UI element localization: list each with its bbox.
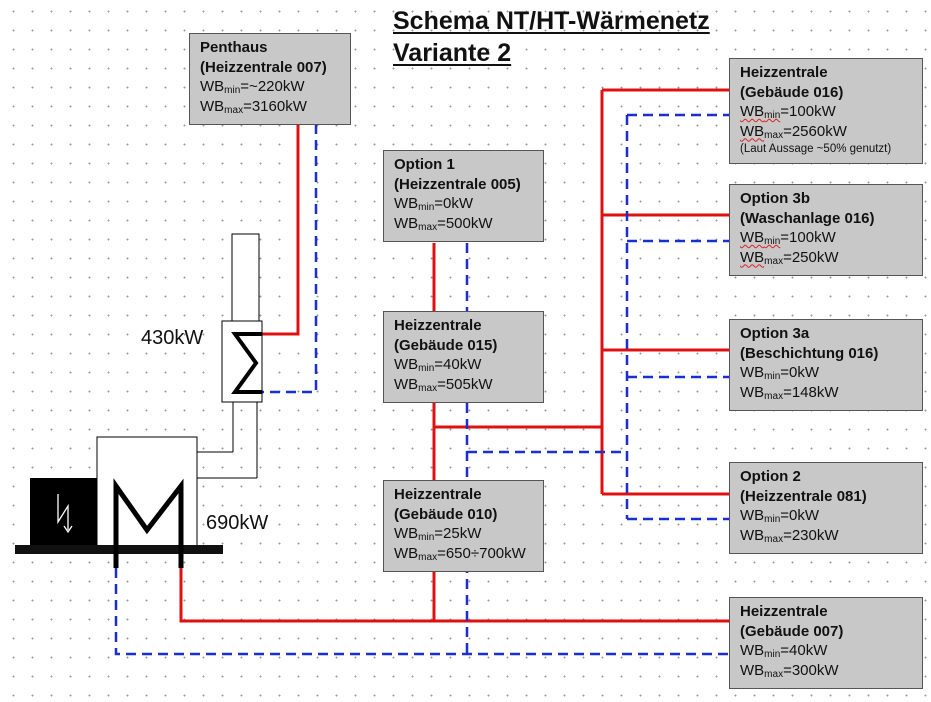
wb-max-row: WBmax=250kW: [740, 248, 839, 267]
box-title: Heizzentrale: [740, 64, 828, 81]
box-gebaeude-015: Heizzentrale (Gebäude 015) WBmin=40kW WB…: [383, 311, 544, 403]
heat-exchanger-symbol: [197, 233, 263, 479]
wb-min-row: WBmin=~220kW: [200, 78, 305, 96]
wb-max-row: WBmax=148kW: [740, 383, 839, 402]
wb-min-row: WBmin=0kW: [740, 364, 820, 382]
exchanger-power-label: 430kW: [141, 327, 204, 349]
cold-line-penthaus: [262, 124, 318, 394]
wb-min-row: WBmin=0kW: [394, 195, 474, 213]
title-line-1: Schema NT/HT-Wärmenetz: [393, 7, 710, 35]
hot-line-penthaus: [262, 124, 300, 336]
box-subtitle: (Heizzentrale 007): [200, 58, 327, 76]
wb-max-row: WBmax=505kW: [394, 375, 493, 394]
box-gebaeude-010: Heizzentrale (Gebäude 010) WBmin=25kW WB…: [383, 480, 544, 572]
wb-max-row: WBmax=300kW: [740, 661, 839, 680]
wb-min-row: WBmin=100kW: [740, 103, 836, 121]
box-note: (Laut Aussage ~50% genutzt): [740, 143, 892, 155]
box-gebaeude-016: Heizzentrale (Gebäude 016) WBmin=100kW W…: [729, 58, 923, 164]
wb-min-row: WBmin=100kW: [740, 229, 836, 247]
box-title: Penthaus: [200, 39, 268, 56]
box-title: Option 1: [394, 156, 455, 173]
main-unit-base: [15, 545, 223, 554]
switch-icon: [57, 494, 73, 534]
wb-min-row: WBmin=0kW: [740, 507, 820, 525]
box-subtitle: (Gebäude 016): [740, 83, 844, 101]
box-title: Heizzentrale: [394, 486, 482, 503]
wb-max-row: WBmax=3160kW: [200, 97, 307, 116]
hot-line-bottom: [179, 568, 729, 623]
exchanger-sigma: [231, 332, 262, 394]
box-title: Heizzentrale: [394, 317, 482, 334]
wb-max-row: WBmax=500kW: [394, 214, 493, 233]
box-penthaus: Penthaus (Heizzentrale 007) WBmin=~220kW…: [189, 33, 351, 125]
wb-max-row: WBmax=650÷700kW: [394, 544, 526, 563]
box-title: Option 3b: [740, 190, 810, 207]
exchanger-top-stack: [231, 233, 260, 330]
box-subtitle: (Beschichtung 016): [740, 344, 879, 362]
box-subtitle: (Gebäude 015): [394, 336, 498, 354]
box-option-3a: Option 3a (Beschichtung 016) WBmin=0kW W…: [729, 319, 923, 411]
box-gebaeude-007: Heizzentrale (Gebäude 007) WBmin=40kW WB…: [729, 597, 923, 689]
box-option-3b: Option 3b (Waschanlage 016) WBmin=100kW …: [729, 184, 923, 276]
title-line-2: Variante 2: [393, 39, 512, 67]
box-subtitle: (Gebäude 010): [394, 505, 498, 523]
main-unit-m-symbol: [113, 478, 184, 568]
box-title: Option 3a: [740, 325, 810, 342]
main-unit-symbol: [15, 436, 223, 568]
box-title: Option 2: [740, 468, 801, 485]
wb-min-row: WBmin=40kW: [740, 642, 828, 660]
box-subtitle: (Heizzentrale 081): [740, 487, 867, 505]
wb-max-row: WBmax=2560kW: [740, 122, 847, 141]
wb-min-row: WBmin=25kW: [394, 525, 482, 543]
box-title: Heizzentrale: [740, 603, 828, 620]
cold-line-bottom: [114, 568, 729, 656]
hot-lines: [179, 88, 729, 623]
box-subtitle: (Heizzentrale 005): [394, 175, 521, 193]
box-option-1: Option 1 (Heizzentrale 005) WBmin=0kW WB…: [383, 150, 544, 242]
diagram-title: Schema NT/HT-Wärmenetz Variante 2: [393, 5, 710, 69]
wb-min-row: WBmin=40kW: [394, 356, 482, 374]
main-unit-power-label: 690kW: [206, 512, 269, 534]
wb-max-row: WBmax=230kW: [740, 526, 839, 545]
switch-box: [30, 478, 97, 545]
box-subtitle: (Waschanlage 016): [740, 209, 875, 227]
box-option-2: Option 2 (Heizzentrale 081) WBmin=0kW WB…: [729, 462, 923, 554]
box-subtitle: (Gebäude 007): [740, 622, 844, 640]
